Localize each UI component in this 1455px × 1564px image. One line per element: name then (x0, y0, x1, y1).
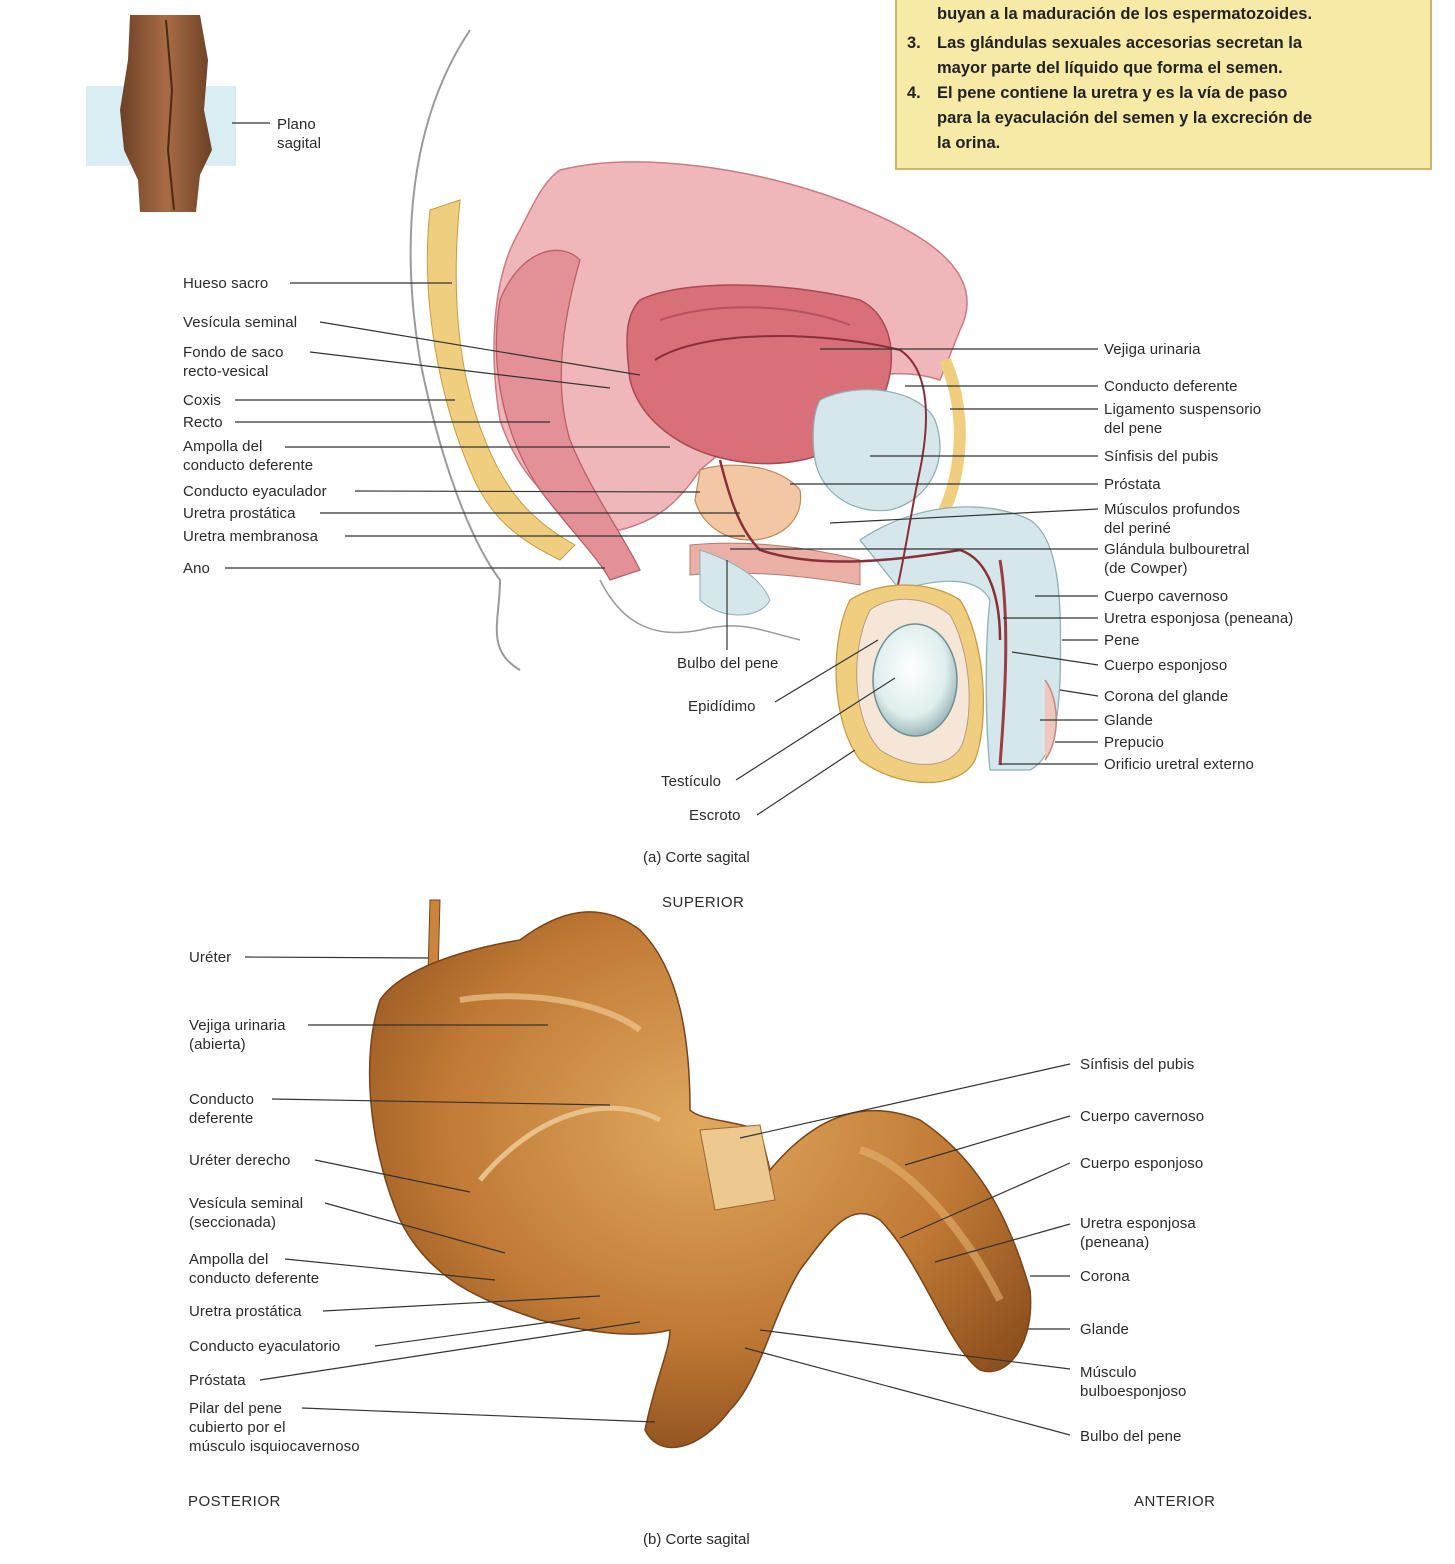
key-number-4: 4. (907, 81, 921, 106)
label-b-corpus-spongiosum: Cuerpo esponjoso (1080, 1154, 1203, 1173)
label-bulbourethral-gland: Glándula bulbouretral (de Cowper) (1104, 540, 1250, 578)
label-sacrum: Hueso sacro (183, 274, 268, 293)
label-corpus-cavernosum: Cuerpo cavernoso (1104, 587, 1228, 606)
label-rectum: Recto (183, 413, 223, 432)
label-b-prostatic-urethra: Uretra prostática (189, 1302, 302, 1321)
label-deep-perineal-muscles: Músculos profundos del periné (1104, 500, 1240, 538)
key-points-box: buyan a la maduración de los espermatozo… (895, 0, 1432, 170)
direction-anterior: ANTERIOR (1134, 1493, 1216, 1510)
key-line-5: para la eyaculación del semen y la excre… (937, 106, 1312, 131)
label-b-prostate: Próstata (189, 1371, 246, 1390)
key-line-4: El pene contiene la uretra y es la vía d… (937, 81, 1287, 106)
label-b-ejaculatory-duct: Conducto eyaculatorio (189, 1337, 340, 1356)
key-number-3: 3. (907, 31, 921, 56)
label-b-right-ureter: Uréter derecho (189, 1151, 290, 1170)
label-b-bladder-open: Vejiga urinaria (abierta) (189, 1016, 286, 1054)
caption-b: (b) Corte sagital (643, 1531, 750, 1548)
label-b-bulb-of-penis: Bulbo del pene (1080, 1427, 1182, 1446)
label-b-vas-deferens: Conducto deferente (189, 1090, 254, 1128)
label-epididymis: Epidídimo (688, 697, 756, 716)
label-rectovesical-pouch: Fondo de saco recto-vesical (183, 343, 284, 381)
inset-torso (86, 15, 270, 212)
label-b-pubic-symphysis: Sínfisis del pubis (1080, 1055, 1194, 1074)
key-line-2: Las glándulas sexuales accesorias secret… (937, 31, 1302, 56)
label-seminal-vesicle: Vesícula seminal (183, 313, 297, 332)
label-bulb-of-penis-a: Bulbo del pene (677, 654, 779, 673)
label-anus: Ano (183, 559, 210, 578)
specimen-photo-b (370, 900, 1031, 1447)
label-ampulla: Ampolla del conducto deferente (183, 437, 313, 475)
label-urinary-bladder: Vejiga urinaria (1104, 340, 1201, 359)
label-penis: Pene (1104, 631, 1139, 650)
key-line-6: la orina. (937, 131, 1000, 156)
label-prostatic-urethra: Uretra prostática (183, 504, 296, 523)
label-ejaculatory-duct: Conducto eyaculador (183, 482, 327, 501)
label-b-crus-of-penis: Pilar del pene cubierto por el músculo i… (189, 1399, 360, 1456)
label-testis: Testículo (661, 772, 721, 791)
label-b-glans: Glande (1080, 1320, 1129, 1339)
label-vas-deferens: Conducto deferente (1104, 377, 1238, 396)
direction-superior: SUPERIOR (662, 894, 744, 911)
label-b-spongy-urethra: Uretra esponjosa (peneana) (1080, 1214, 1196, 1252)
label-suspensory-ligament: Ligamento suspensorio del pene (1104, 400, 1261, 438)
label-spongy-urethra: Uretra esponjosa (peneana) (1104, 609, 1293, 628)
label-b-ureter: Uréter (189, 948, 231, 967)
label-pubic-symphysis: Sínfisis del pubis (1104, 447, 1218, 466)
direction-posterior: POSTERIOR (188, 1493, 281, 1510)
label-b-corona: Corona (1080, 1267, 1130, 1286)
inset-plane-label: Plano sagital (277, 115, 321, 153)
label-b-seminal-vesicle: Vesícula seminal (seccionada) (189, 1194, 303, 1232)
label-b-bulbospongiosus: Músculo bulboesponjoso (1080, 1363, 1187, 1401)
key-line-3: mayor parte del líquido que forma el sem… (937, 56, 1283, 81)
label-external-urethral-orifice: Orificio uretral externo (1104, 755, 1254, 774)
label-glans: Glande (1104, 711, 1153, 730)
label-prostate: Próstata (1104, 475, 1161, 494)
key-line-1: buyan a la maduración de los espermatozo… (937, 2, 1312, 27)
caption-a: (a) Corte sagital (643, 849, 750, 866)
label-coccyx: Coxis (183, 391, 221, 410)
label-b-ampulla: Ampolla del conducto deferente (189, 1250, 319, 1288)
label-scrotum: Escroto (689, 806, 741, 825)
label-b-corpus-cavernosum: Cuerpo cavernoso (1080, 1107, 1204, 1126)
label-prepuce: Prepucio (1104, 733, 1164, 752)
label-membranous-urethra: Uretra membranosa (183, 527, 318, 546)
label-corona-glandis: Corona del glande (1104, 687, 1228, 706)
label-corpus-spongiosum: Cuerpo esponjoso (1104, 656, 1227, 675)
